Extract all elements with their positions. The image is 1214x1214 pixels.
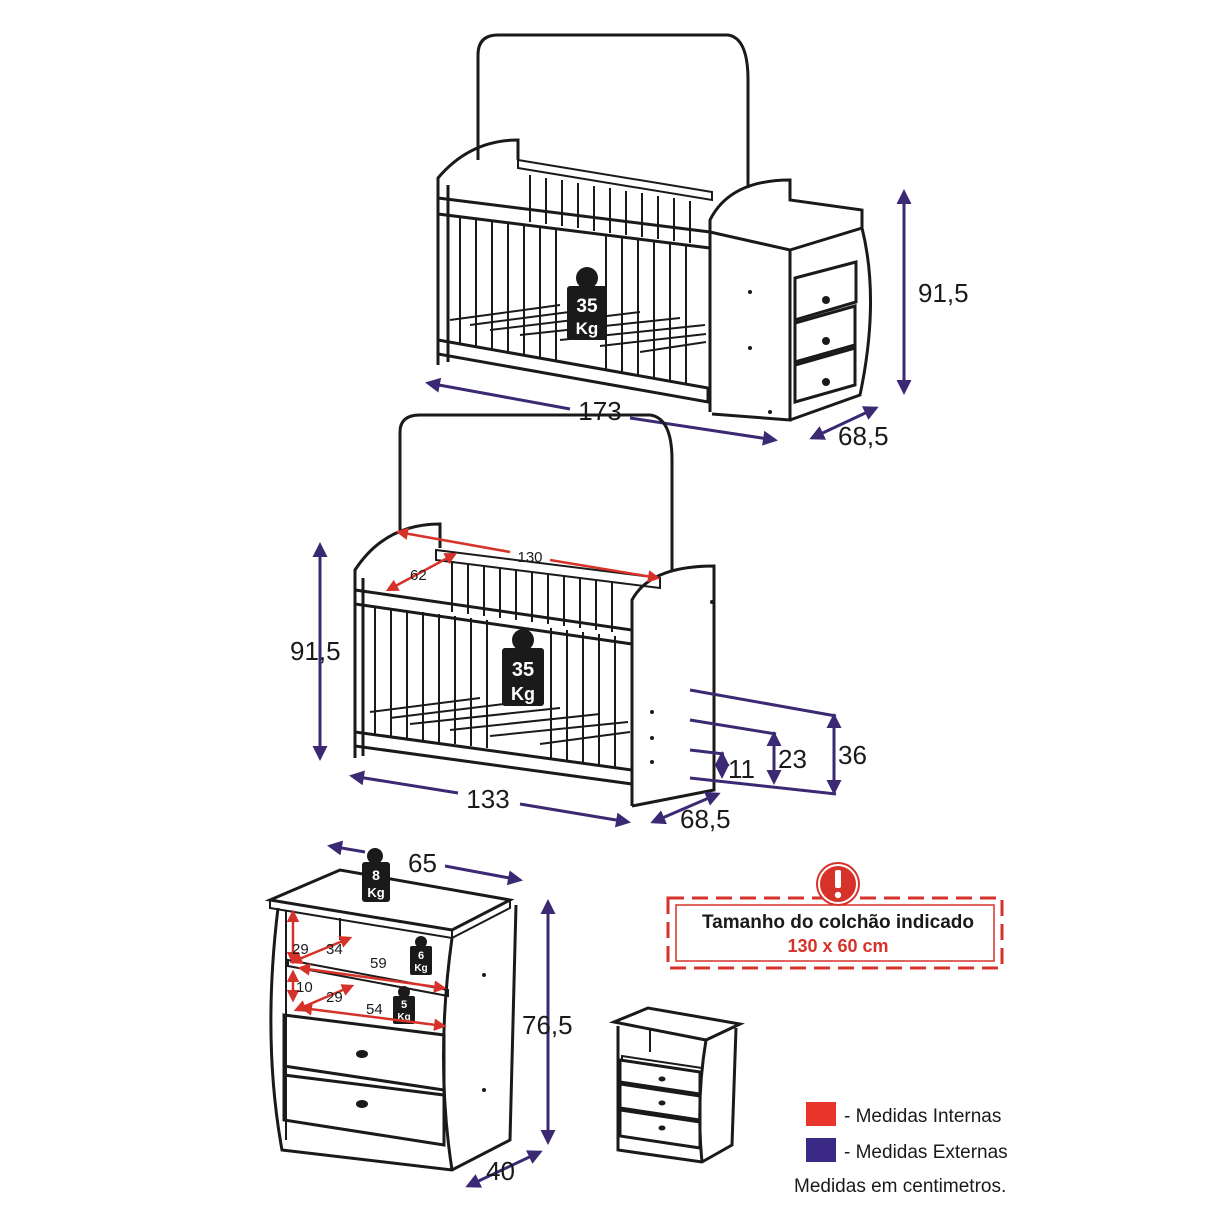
- mattress-notice: Tamanho do colchão indicado 130 x 60 cm: [666, 862, 1004, 970]
- crib-combo-depth-dimension: 68,5: [809, 406, 889, 451]
- crib-only-height-dimension: 91,5: [290, 542, 341, 761]
- weight-value: 35: [512, 659, 534, 681]
- crib-only-width-dimension: 133: [349, 770, 631, 828]
- weight-tag-crib-combo: 35 Kg: [567, 267, 607, 340]
- crib-inner-width-label: 62: [410, 567, 427, 584]
- dresser-depth-dimension: 40: [465, 1150, 543, 1188]
- weight-tag-dresser-shelf2: 5 Kg: [393, 986, 415, 1024]
- legend-internal-swatch: [806, 1102, 836, 1126]
- crib-combo-width-dimension: 173: [425, 377, 778, 446]
- legend-external-label: - Medidas Externas: [844, 1142, 1008, 1163]
- level-mid-label: 23: [778, 744, 807, 774]
- crib-only-drawing: [353, 413, 716, 808]
- weight-tag-dresser-top: 8 Kg: [362, 848, 390, 902]
- nightstand-drawing: [608, 1006, 745, 1164]
- svg-text:29: 29: [326, 989, 343, 1006]
- dresser-width-label: 65: [408, 848, 437, 878]
- svg-text:54: 54: [366, 1001, 383, 1018]
- svg-text:Kg: Kg: [414, 963, 427, 974]
- crib-inner-width-dimension: 62: [385, 552, 458, 592]
- level-low-label: 11: [728, 754, 755, 784]
- legend: - Medidas Internas - Medidas Externas Me…: [794, 1102, 1008, 1197]
- crib-combo-height-dimension: 91,5: [896, 189, 969, 395]
- notice-line1: Tamanho do colchão indicado: [702, 912, 974, 933]
- svg-text:6: 6: [418, 950, 424, 962]
- crib-only-width-label: 133: [466, 784, 509, 814]
- svg-text:34: 34: [326, 941, 343, 958]
- svg-text:59: 59: [370, 955, 387, 972]
- crib-combo-height-label: 91,5: [918, 278, 969, 308]
- dresser-height-label: 76,5: [522, 1010, 573, 1040]
- legend-external-swatch: [806, 1138, 836, 1162]
- units-note: Medidas em centimetros.: [794, 1176, 1006, 1197]
- mattress-level-dimensions: 11 23 36: [689, 688, 867, 796]
- crib-only-height-label: 91,5: [290, 636, 341, 666]
- level-high-label: 36: [838, 740, 867, 770]
- exclamation-icon: [816, 862, 860, 906]
- legend-internal-label: - Medidas Internas: [844, 1106, 1001, 1127]
- svg-text:5: 5: [401, 999, 407, 1011]
- dresser-depth-label: 40: [486, 1156, 515, 1186]
- crib-inner-length-label: 130: [517, 549, 542, 566]
- svg-text:Kg: Kg: [367, 885, 384, 900]
- crib-combo-depth-label: 68,5: [838, 421, 889, 451]
- weight-unit: Kg: [511, 684, 535, 704]
- weight-unit: Kg: [576, 319, 599, 338]
- weight-value: 35: [576, 296, 598, 317]
- crib-only-depth-label: 68,5: [680, 804, 731, 834]
- svg-text:10: 10: [296, 979, 313, 996]
- dresser-internal-dimensions: 29 34 59 10 29 54: [286, 909, 447, 1031]
- svg-text:29: 29: [292, 941, 309, 958]
- notice-line2: 130 x 60 cm: [787, 936, 888, 956]
- crib-inner-length-dimension: 130: [395, 527, 661, 583]
- crib-combo-width-label: 173: [578, 396, 621, 426]
- crib-combo-drawing: [436, 33, 872, 422]
- dresser-width-dimension: 65: [327, 840, 523, 886]
- svg-text:8: 8: [372, 867, 380, 883]
- dresser-height-dimension: 76,5: [522, 899, 573, 1145]
- weight-tag-crib-only: 35 Kg: [502, 629, 544, 706]
- crib-only-depth-dimension: 68,5: [650, 791, 731, 834]
- weight-tag-dresser-shelf1: 6 Kg: [410, 936, 432, 975]
